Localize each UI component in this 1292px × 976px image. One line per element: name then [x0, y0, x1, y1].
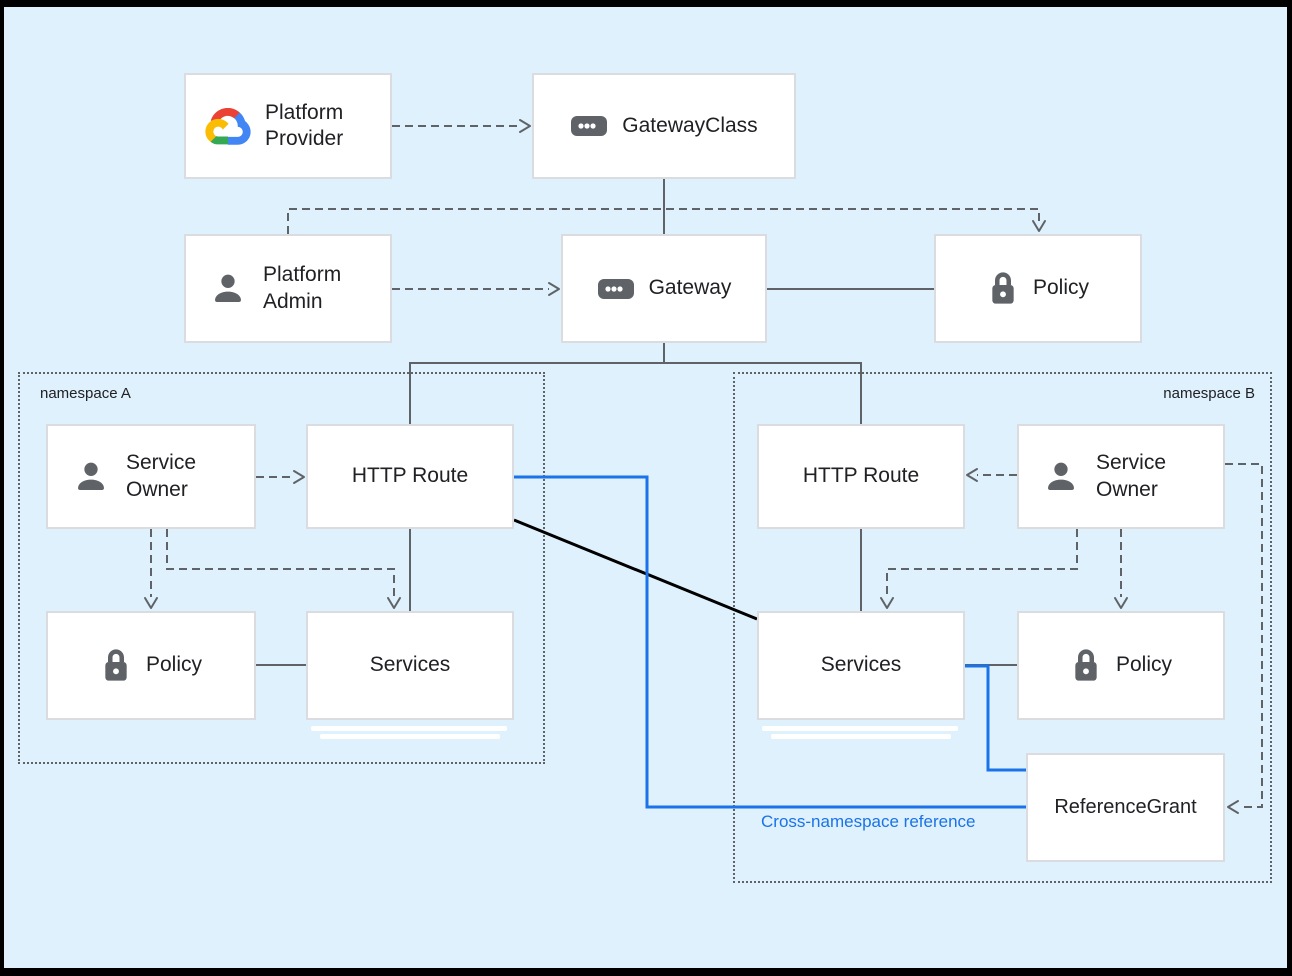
person-icon	[1040, 456, 1082, 498]
node-platform-admin: Platform Admin	[184, 234, 392, 343]
edge-gateway-to-httproutes	[409, 343, 862, 424]
lock-icon	[1070, 647, 1102, 685]
node-service-owner-b: Service Owner	[1017, 424, 1225, 529]
node-label: ReferenceGrant	[1054, 796, 1197, 818]
edge-service-owner-b-to-policy-b	[1114, 529, 1128, 609]
node-http-route-a: HTTP Route	[306, 424, 514, 529]
resource-chip-icon	[570, 115, 608, 137]
person-icon	[70, 456, 112, 498]
edge-service-owner-b-to-services-b	[880, 529, 1078, 609]
lock-icon	[987, 270, 1019, 308]
node-label: Platform Admin	[263, 263, 342, 313]
node-http-route-b: HTTP Route	[757, 424, 965, 529]
lock-icon	[100, 647, 132, 685]
node-label: Policy	[1115, 653, 1173, 677]
node-label: Services	[369, 653, 451, 677]
node-label: Policy	[145, 653, 203, 677]
edge-service-owner-a-to-policy-a	[144, 529, 158, 609]
node-label: Service Owner	[126, 451, 197, 501]
edge-platform-admin-to-gateway	[392, 282, 560, 296]
edge-platform-provider-to-gatewayclass	[392, 119, 531, 133]
node-label: Services	[820, 653, 902, 677]
services-b-stack-line-1	[762, 726, 958, 731]
services-b-stack-line-2	[771, 734, 951, 739]
namespace-b-box	[733, 372, 1272, 883]
namespace-a-box	[18, 372, 545, 764]
node-services-a: Services	[306, 611, 514, 720]
edge-service-owner-b-to-referencegrant	[1225, 463, 1263, 814]
node-gateway: Gateway	[561, 234, 767, 343]
diagram-canvas: namespace A namespace B	[4, 7, 1287, 968]
node-label: Gateway	[648, 276, 732, 300]
edge-service-owner-a-to-httproute-a	[256, 470, 305, 484]
google-cloud-icon	[205, 107, 251, 145]
node-gatewayclass: GatewayClass	[532, 73, 796, 179]
node-policy-top: Policy	[934, 234, 1142, 343]
node-label: HTTP Route	[351, 464, 469, 488]
cross-namespace-reference-label: Cross-namespace reference	[761, 812, 976, 831]
node-label: Service Owner	[1096, 451, 1167, 501]
node-label: Platform Provider	[265, 100, 344, 150]
node-platform-provider: Platform Provider	[184, 73, 392, 179]
edge-service-owner-b-to-httproute-b	[966, 468, 1017, 482]
edge-httproute-a-to-referencegrant-blue	[514, 475, 1026, 809]
namespace-b-label: namespace B	[1163, 385, 1255, 402]
edge-service-owner-a-to-services-a	[166, 529, 401, 609]
node-policy-a: Policy	[46, 611, 256, 720]
services-a-stack-line-2	[320, 734, 500, 739]
edge-platform-admin-to-policy	[287, 208, 1046, 234]
edge-services-b-to-referencegrant-blue	[965, 664, 1026, 772]
node-reference-grant: ReferenceGrant	[1026, 753, 1225, 862]
edge-httproute-a-to-services-b-direct	[513, 518, 758, 621]
namespace-a-label: namespace A	[40, 385, 131, 402]
node-policy-b: Policy	[1017, 611, 1225, 720]
services-a-stack-line-1	[311, 726, 507, 731]
node-label: Policy	[1032, 276, 1090, 300]
connector-layer	[144, 119, 1263, 814]
node-services-b: Services	[757, 611, 965, 720]
resource-chip-icon	[597, 278, 635, 300]
person-icon	[207, 268, 249, 310]
node-label: HTTP Route	[802, 464, 920, 488]
node-label: GatewayClass	[622, 113, 758, 137]
node-service-owner-a: Service Owner	[46, 424, 256, 529]
